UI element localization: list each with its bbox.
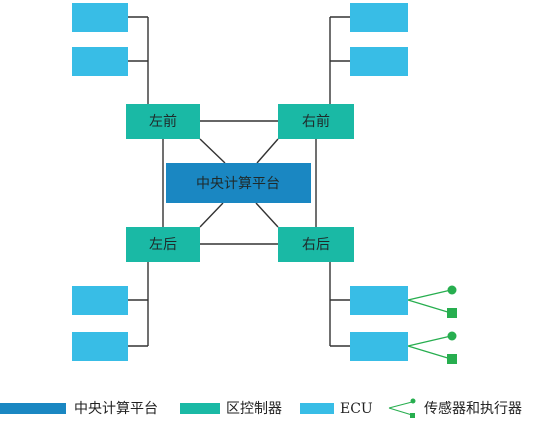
zone-label: 右后 (302, 237, 330, 253)
link-rear-right-central (255, 202, 279, 228)
zone-box (278, 104, 354, 139)
link-rear-left-central (199, 202, 224, 228)
sensor-branches (407, 289, 452, 360)
central-label: 中央计算平台 (196, 176, 280, 192)
ecu-box (72, 332, 128, 361)
sensor-link-lower-top (407, 335, 452, 347)
link-front-right-central (256, 138, 279, 164)
legend-item-zone: 区控制器 (180, 401, 282, 417)
zone-label: 左前 (149, 113, 177, 130)
ecu-box (350, 286, 408, 315)
legend-actuator-icon (410, 413, 415, 418)
central-box (166, 163, 311, 203)
central-platform: 中央计算平台 (166, 163, 311, 203)
connection-lines (128, 16, 350, 347)
zone-box (126, 104, 200, 139)
ecu-box (350, 47, 408, 76)
zone-rear-right: 右后 (278, 227, 354, 262)
legend-label-ecu: ECU (340, 401, 373, 417)
ecu-boxes (72, 3, 408, 361)
ecu-box (72, 286, 128, 315)
ecu-box (350, 3, 408, 32)
sensor-icon (447, 285, 457, 295)
zone-box (126, 227, 200, 262)
actuator-icon (447, 308, 457, 318)
ecu-box (72, 47, 128, 76)
legend-swatch-central (0, 403, 66, 414)
legend-sensor-line (388, 401, 413, 409)
legend-item-sensor: 传感器和执行器 (388, 398, 522, 418)
legend-swatch-ecu (300, 403, 334, 414)
zone-rear-left: 左后 (126, 227, 200, 262)
legend-sensor-icon (410, 398, 416, 404)
zone-label: 左后 (149, 237, 177, 253)
legend-sensor-line (388, 407, 413, 416)
zone-front-left: 左前 (126, 104, 200, 139)
actuator-icon (447, 354, 457, 364)
sensor-link-upper-bottom (407, 299, 452, 314)
legend-item-central: 中央计算平台 (0, 401, 158, 417)
sensor-nodes (447, 285, 457, 364)
sensor-link-upper-top (407, 289, 452, 301)
zone-front-right: 右前 (278, 104, 354, 139)
ecu-box (72, 3, 128, 32)
link-front-left-central (199, 138, 226, 164)
legend-swatch-zone (180, 403, 220, 414)
legend-label-sensor: 传感器和执行器 (424, 400, 522, 417)
legend-item-ecu: ECU (300, 401, 373, 417)
sensor-icon (447, 331, 457, 341)
legend-label-central: 中央计算平台 (74, 401, 158, 417)
sensor-link-lower-bottom (407, 345, 452, 360)
zone-label: 右前 (302, 113, 330, 130)
legend: 中央计算平台 区控制器 ECU 传感器和执行器 (0, 398, 522, 418)
ecu-box (350, 332, 408, 361)
zone-box (278, 227, 354, 262)
legend-label-zone: 区控制器 (226, 401, 282, 417)
